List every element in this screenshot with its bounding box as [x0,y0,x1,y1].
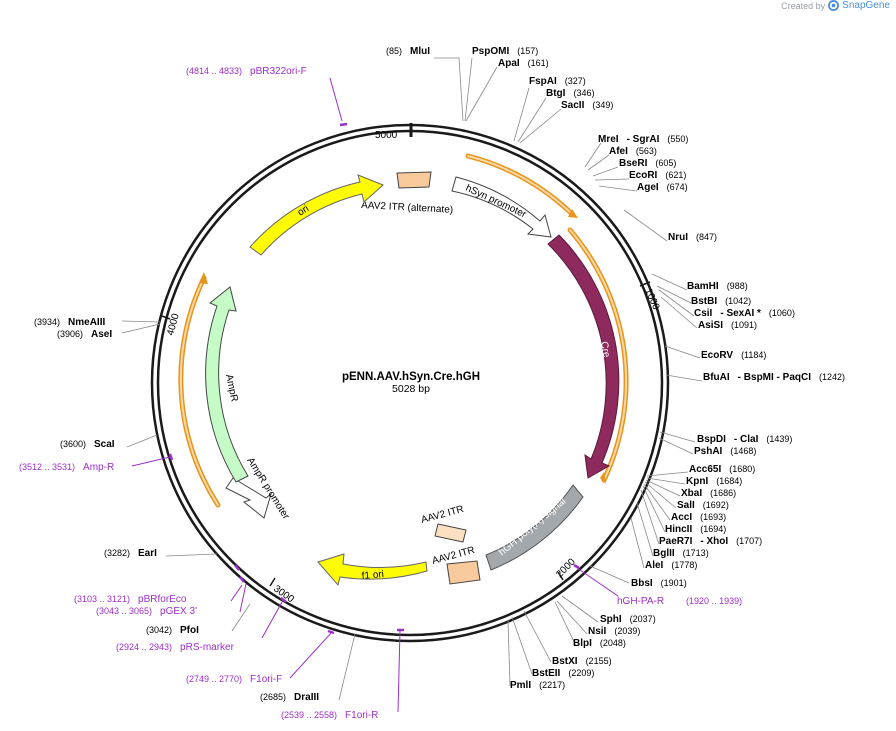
primer-label[interactable]: (2749 .. 2770)F1ori-F [186,674,282,685]
enzyme-label[interactable]: XbaI(1686) [681,488,736,499]
primer-label[interactable]: (4814 .. 4833)pBR322ori-F [186,66,307,77]
enzyme-label[interactable]: EcoRI(621) [629,170,686,181]
enzyme-label[interactable]: NruI(847) [668,232,717,243]
credit-text: Created by [781,0,826,11]
enzyme-label[interactable]: BstXI(2155) [552,656,612,667]
enzyme-label[interactable]: (3042)PfoI [146,625,199,636]
enzyme-label[interactable]: PspOMI(157) [472,46,538,57]
tick-label-1000: 1000 [642,287,661,312]
ticks [161,281,651,587]
enzyme-label[interactable]: KpnI(1684) [686,476,742,487]
enzyme-label[interactable]: AgeI(674) [637,182,688,193]
enzyme-label[interactable]: BseRI(605) [619,158,676,169]
tick-label-5000: 5000 [375,130,398,141]
enzyme-label[interactable]: FspAI(327) [529,76,586,87]
enzyme-label[interactable]: Acc65I(1680) [689,464,755,475]
primer-labels: (4814 .. 4833)pBR322ori-F hGH-PA-R(1920 .… [19,66,742,721]
plasmid-size: 5028 bp [392,383,430,395]
enzyme-label[interactable]: PaeR7I- XhoI(1707) [659,536,762,547]
feature-f1-ori[interactable] [317,553,428,587]
enzyme-label[interactable]: MreI- SgrAI(550) [598,134,688,145]
primer-label[interactable]: (3043 .. 3065)pGEX 3' [96,606,197,617]
enzyme-label[interactable]: (3934)NmeAIII [34,317,105,328]
primer-label[interactable]: hGH-PA-R(1920 .. 1939) [617,596,742,607]
enzyme-label[interactable]: BtgI(346) [546,88,594,99]
enzyme-label[interactable]: AleI(1778) [645,560,697,571]
enzyme-label[interactable]: (3282)EarI [104,548,157,559]
enzyme-label[interactable]: SphI(2037) [600,614,656,625]
label-aav2-itr-1: AAV2 ITR [420,504,465,526]
label-f1-ori: f1 ori [361,569,384,582]
label-ampr: AmpR [223,373,240,402]
enzyme-label[interactable]: NsiI(2039) [588,626,640,637]
enzyme-label[interactable]: ApaI(161) [498,58,549,69]
enzyme-label[interactable]: BstBI(1042) [691,296,751,307]
enzyme-label[interactable]: BbsI(1901) [631,578,687,589]
enzyme-label[interactable]: BlpI(2048) [573,638,626,649]
enzyme-label[interactable]: (2685)DraIII [260,692,319,703]
plasmid-name: pENN.AAV.hSyn.Cre.hGH [342,371,480,383]
primer-leaders [131,77,619,713]
enzyme-label[interactable]: BstEII(2209) [532,668,594,679]
label-ori: ori [296,203,311,218]
tick-label-2000: 2000 [554,556,578,580]
credit-brand: SnapGene [842,0,890,11]
feature-ori[interactable] [249,174,384,256]
enzyme-label[interactable]: BfuAI- BspMI - PaqCI(1242) [703,372,845,383]
label-aav2-itr-alternate: AAV2 ITR (alternate) [361,200,454,216]
label-cre: Cre [598,341,612,359]
orf-arcs [178,153,629,508]
enzyme-label[interactable]: AccI(1693) [671,512,726,523]
primer-marks [168,122,580,635]
enzyme-label[interactable]: SacII(349) [561,100,613,111]
feature-aav2-itr-1[interactable] [434,523,467,543]
enzyme-label[interactable]: (3906)AseI [57,329,112,340]
enzyme-label[interactable]: (85)MluI [386,46,430,57]
label-hsyn-promoter: hSyn promoter [464,183,529,221]
enzyme-label[interactable]: BspDI- ClaI(1439) [697,434,792,445]
enzyme-label[interactable]: HincII(1694) [665,524,726,535]
primer-label[interactable]: (3512 .. 3531)Amp-R [19,462,114,473]
feature-hgh-polya[interactable] [485,484,584,571]
feature-ampr-promoter[interactable] [225,477,272,519]
primer-label[interactable]: (2924 .. 2943)pRS-marker [116,642,235,653]
snapgene-credit: Created by SnapGene [781,0,890,11]
feature-hsyn-promoter[interactable] [451,176,552,238]
enzyme-labels: (85)MluI PspOMI(157)ApaI(161) FspAI(327)Bt… [34,46,845,703]
enzyme-label[interactable]: AfeI(563) [609,146,657,157]
enzyme-label[interactable]: PmlI(2217) [510,680,565,691]
feature-aav2-itr-2[interactable] [446,560,481,585]
feature-aav2-itr-alternate[interactable] [396,171,432,189]
snapgene-logo-icon [828,0,840,11]
enzyme-label[interactable]: AsiSI(1091) [698,320,757,331]
enzyme-leaders [121,57,703,701]
enzyme-label[interactable]: EcoRV(1184) [701,350,766,361]
enzyme-label[interactable]: CsiI- SexAI *(1060) [694,308,795,319]
feature-ampr[interactable] [205,286,249,483]
enzyme-label[interactable]: SalI(1692) [677,500,729,511]
enzyme-label[interactable]: (3600)ScaI [60,439,115,450]
primer-label[interactable]: (2539 .. 2558)F1ori-R [281,710,378,721]
enzyme-label[interactable]: BglII(1713) [653,548,709,559]
feature-cre[interactable] [547,234,620,479]
enzyme-label[interactable]: PshAI(1468) [694,446,756,457]
enzyme-label[interactable]: BamHI(988) [687,281,748,292]
primer-label[interactable]: (3103 .. 3121)pBRforEco [74,594,187,605]
